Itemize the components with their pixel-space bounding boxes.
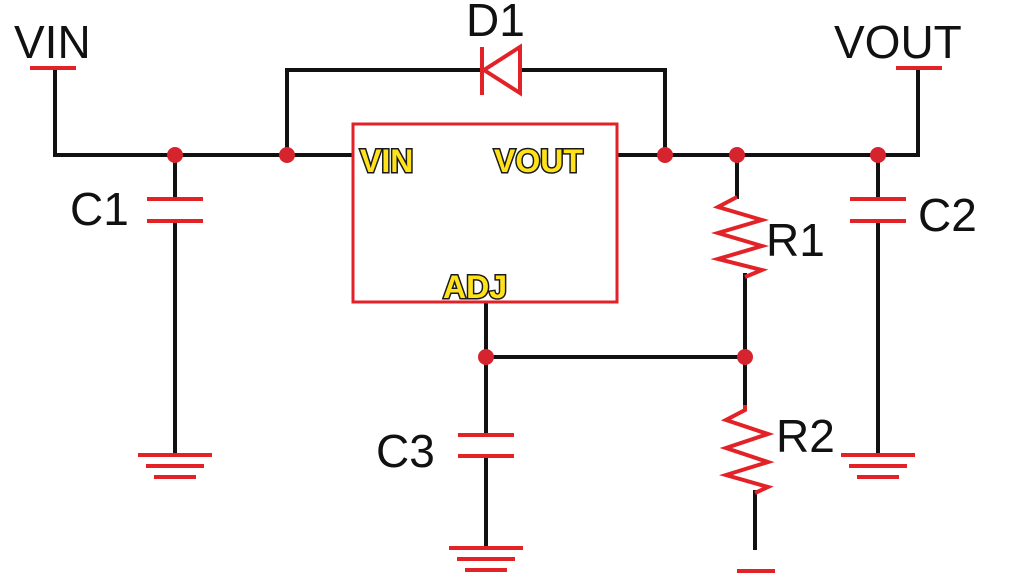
resistor-r1 <box>710 195 770 279</box>
vin-label: VIN <box>14 16 91 68</box>
junction-dot <box>478 349 494 365</box>
diode-d1 <box>480 43 522 97</box>
capacitor-c3 <box>458 433 514 458</box>
ground-c1 <box>138 453 212 479</box>
vin-wire <box>53 68 357 157</box>
junction-dot <box>729 147 745 163</box>
junction-dot <box>737 349 753 365</box>
c2-label: C2 <box>918 189 977 241</box>
resistor-r2 <box>718 405 775 495</box>
junction-dot <box>657 147 673 163</box>
r2-label: R2 <box>776 410 835 462</box>
ground-c2 <box>841 453 915 479</box>
junction-dot <box>870 147 886 163</box>
capacitor-c1 <box>147 197 203 223</box>
r1-label: R1 <box>766 214 825 266</box>
ic-pin-vin-label: VIN <box>360 143 413 179</box>
vout-label: VOUT <box>834 16 962 68</box>
ic-pin-adj-label: ADJ <box>443 269 507 305</box>
vout-wire <box>615 68 920 157</box>
ground-c3 <box>449 546 523 572</box>
c1-label: C1 <box>70 183 129 235</box>
junction-dot <box>167 147 183 163</box>
c3-label: C3 <box>376 425 435 477</box>
diode-loop-left <box>285 68 480 157</box>
junction-dot <box>279 147 295 163</box>
regulator-ic <box>351 122 619 304</box>
capacitor-c2 <box>850 197 906 223</box>
wires <box>53 68 920 550</box>
d1-label: D1 <box>466 0 525 46</box>
diode-loop-right <box>518 68 667 157</box>
ic-pin-vout-label: VOUT <box>494 143 583 179</box>
